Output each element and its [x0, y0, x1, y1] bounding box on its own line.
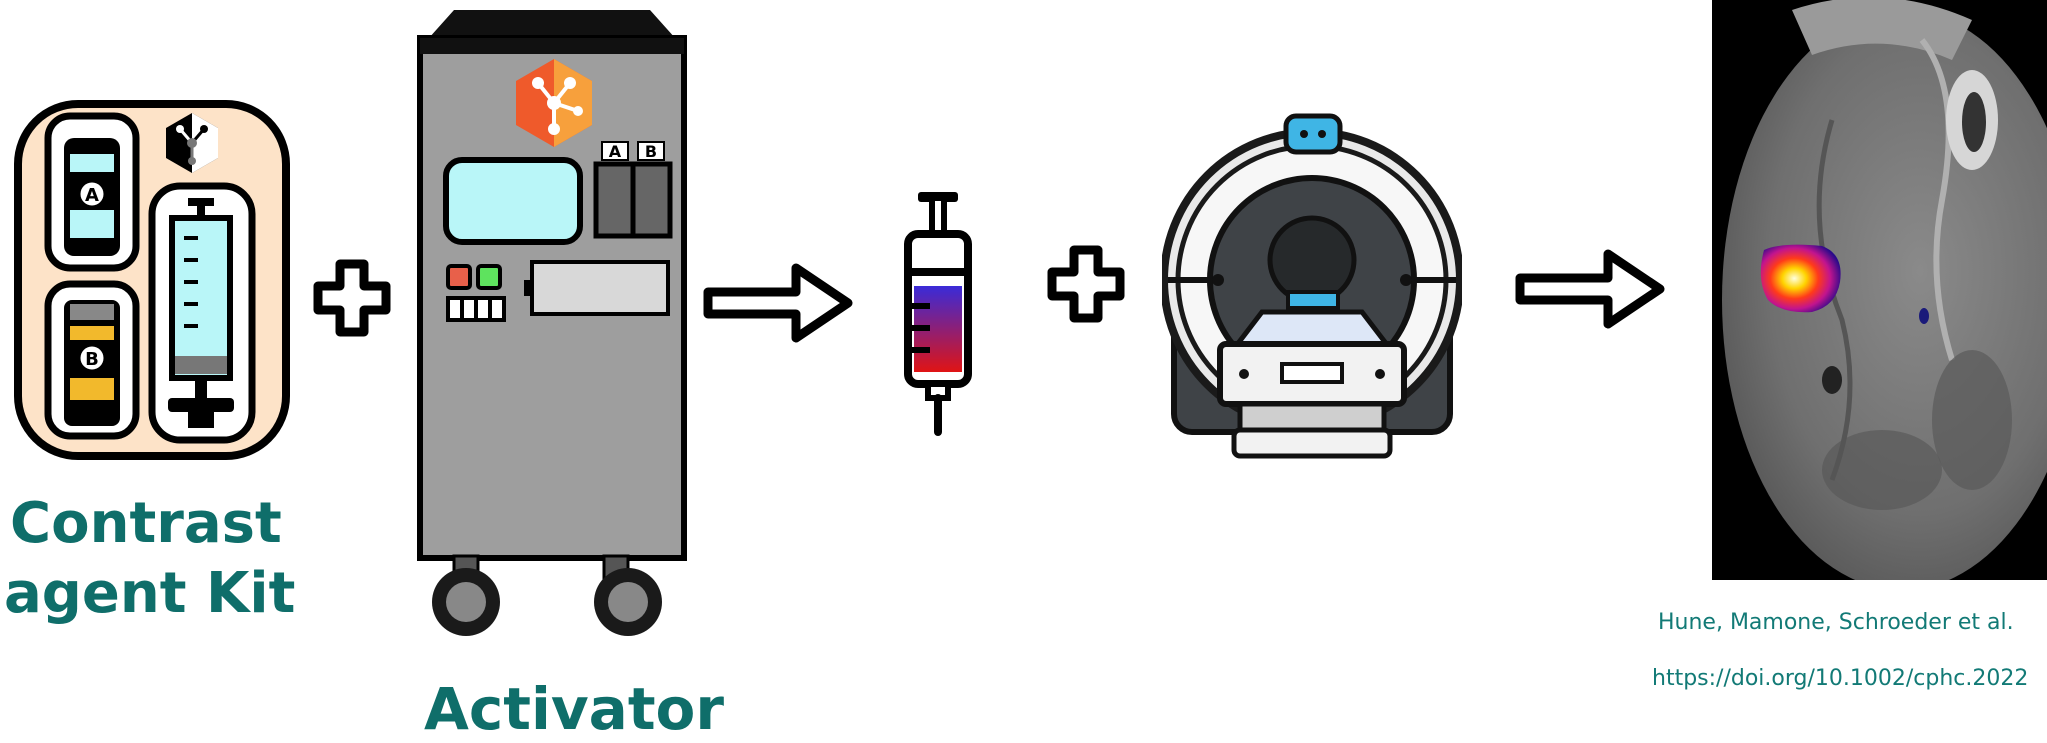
vial-a-icon: A [44, 112, 140, 272]
kit-syringe-icon [148, 182, 256, 444]
kit-label-line2: agent Kit [4, 561, 296, 626]
mri-scanner-icon [1160, 113, 1464, 459]
plus-icon [1046, 244, 1126, 324]
contrast-agent-kit: A B [12, 98, 292, 462]
activator-machine: A B [414, 8, 690, 644]
arrow-right-icon [1512, 244, 1672, 334]
kit-label-line1: Contrast [10, 491, 282, 556]
svg-text:A: A [609, 142, 622, 161]
activator-logo-icon [516, 59, 592, 147]
svg-text:A: A [85, 185, 99, 206]
citation-doi[interactable]: https://doi.org/10.1002/cphc.2022 [1652, 666, 2029, 691]
mri-scanner [1160, 112, 1464, 464]
svg-text:B: B [85, 349, 99, 370]
activator-icon: A B [417, 10, 687, 636]
vial-b-icon: B [44, 280, 140, 440]
kit-logo-icon [166, 113, 218, 173]
svg-text:B: B [645, 142, 657, 161]
plus-icon [312, 258, 392, 338]
arrow-right-icon [700, 258, 860, 348]
syringe-icon [898, 188, 978, 436]
mri-image [1712, 0, 2047, 580]
citation-authors: Hune, Mamone, Schroeder et al. [1658, 610, 2014, 635]
activator-label: Activator [424, 675, 724, 743]
kit-icon: A B [14, 100, 290, 460]
